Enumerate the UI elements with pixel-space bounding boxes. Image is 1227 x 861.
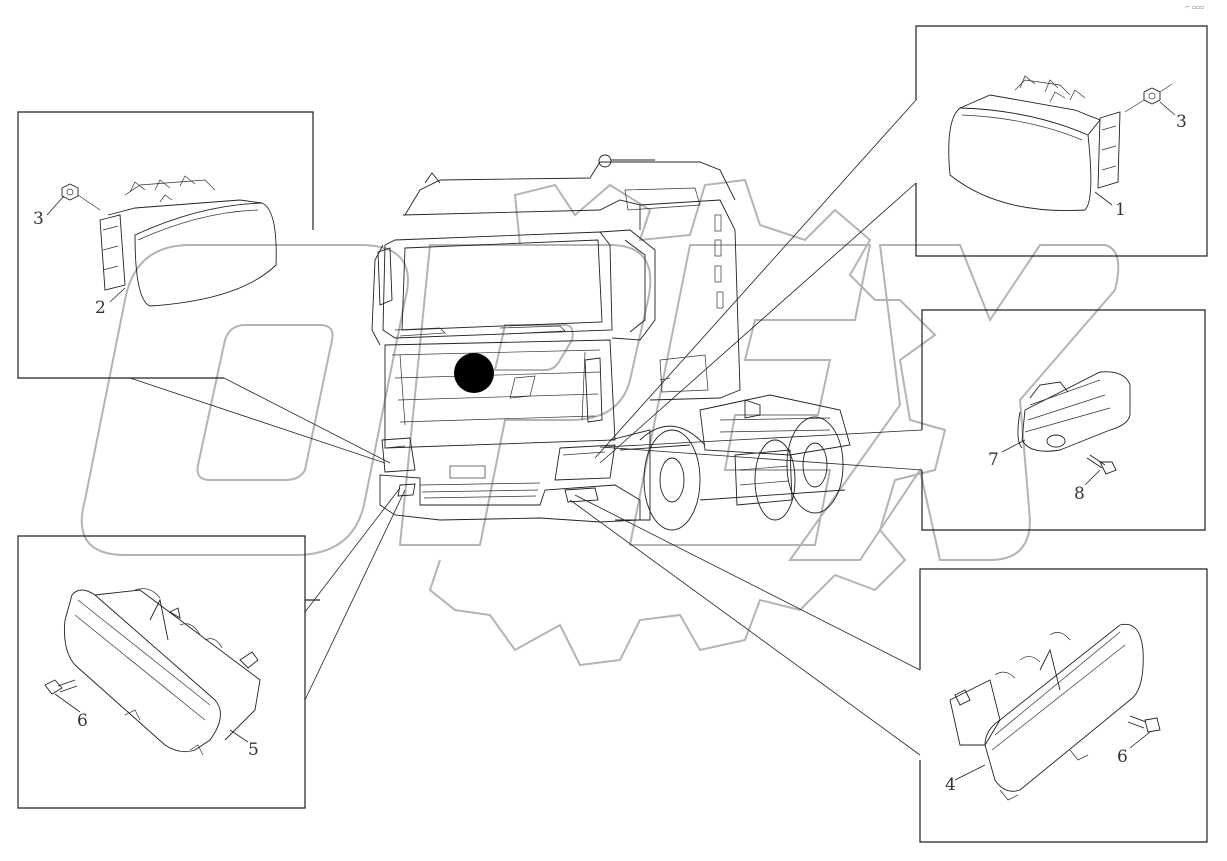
nut-right-drawing	[1124, 83, 1173, 113]
bolt-mid-drawing	[1086, 454, 1117, 475]
headlamp-left-drawing	[99, 175, 277, 307]
leader-bl-bolt	[54, 693, 81, 713]
callout-3-top-right: 3	[1176, 112, 1187, 132]
frame-top-left	[17, 111, 314, 379]
callout-5: 5	[248, 740, 259, 760]
callout-1: 1	[1115, 200, 1126, 220]
callout-2: 2	[95, 298, 106, 318]
callout-7: 7	[988, 450, 999, 470]
callout-6-bottom-right: 6	[1117, 747, 1128, 767]
fog-lamp-left-drawing	[64, 588, 261, 756]
callout-6-bottom-left: 6	[77, 711, 88, 731]
leader-bl-foglamp	[229, 729, 249, 743]
callout-3-top-left: 3	[33, 209, 44, 229]
fog-lamp-right-drawing	[949, 623, 1144, 801]
frame-bottom-left	[17, 535, 320, 809]
nut-left-drawing	[61, 183, 101, 211]
callout-8: 8	[1074, 484, 1085, 504]
watermark-letter-p	[398, 244, 652, 546]
watermark-gear	[428, 178, 947, 667]
leader-tr-headlamp	[1094, 191, 1113, 206]
leader-br-foglamp	[954, 764, 986, 781]
leader-tl-headlamp	[109, 287, 126, 303]
frame-mid-right	[921, 309, 1206, 531]
leader-mr-bolt	[1084, 469, 1101, 486]
frame-top-right	[915, 25, 1208, 257]
headlamp-right-drawing	[948, 75, 1121, 211]
watermark-logo	[80, 178, 1120, 667]
leader-tr-nut	[1159, 101, 1176, 116]
leader-tl-nut	[46, 195, 65, 216]
truck-chassis	[619, 394, 851, 531]
bolt-right-drawing	[1127, 715, 1161, 733]
truck-cab	[371, 154, 741, 523]
watermark-letter-x	[788, 244, 1120, 561]
corner-mark: ⌐ ▫▫▫	[1185, 4, 1204, 11]
frame-bottom-right	[919, 568, 1208, 843]
callout-4: 4	[945, 775, 956, 795]
watermark-letter-o	[80, 244, 409, 556]
leader-br-bolt	[1129, 731, 1151, 749]
watermark-letter-e	[628, 244, 872, 546]
leader-lines	[129, 99, 923, 756]
emblem-dot	[454, 353, 494, 393]
bolt-left-drawing	[44, 679, 78, 695]
leader-mr-lamp	[1001, 439, 1026, 453]
side-lamp-drawing	[1017, 371, 1131, 452]
